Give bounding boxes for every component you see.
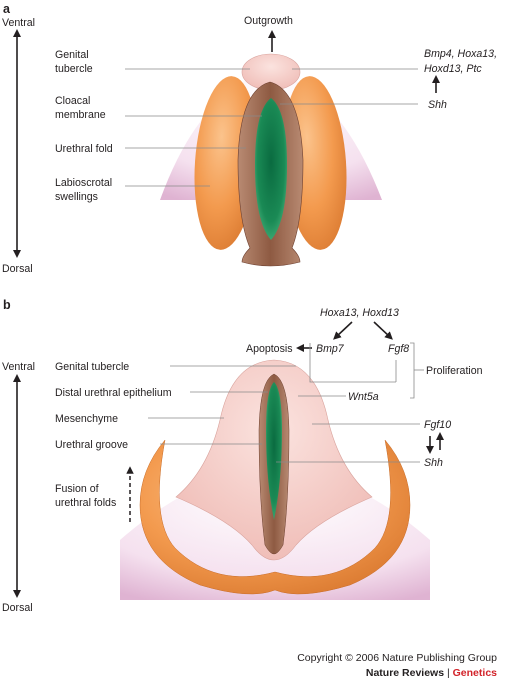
bracket-bmp7	[309, 343, 396, 383]
panel-a-cloacal-membrane	[255, 98, 287, 240]
panel-b-distal-urethral-epithelium	[266, 382, 282, 520]
label-mesenchyme: Mesenchyme	[55, 413, 118, 425]
label-distal-urethral-epithelium: Distal urethral epithelium	[55, 387, 172, 399]
label-fusion-1: Fusion of	[55, 483, 99, 495]
journal-name: Nature Reviews	[365, 667, 445, 679]
label-labioscrotal-2: swellings	[55, 191, 98, 203]
label-cloacal-1: Cloacal	[55, 95, 90, 107]
panel-a: a Ventral Dorsal Outgrowth Genital tuber…	[2, 2, 497, 275]
gene-shh-b: Shh	[424, 457, 443, 469]
label-genital-a-2: tubercle	[55, 63, 93, 75]
journal-separator: |	[446, 667, 450, 679]
gene-bmp7: Bmp7	[316, 343, 345, 355]
gene-wnt5a: Wnt5a	[348, 391, 379, 403]
label-genital-tubercle-b: Genital tubercle	[55, 361, 129, 373]
label-proliferation: Proliferation	[426, 365, 483, 377]
label-fusion-2: urethral folds	[55, 497, 116, 509]
panel-a-ventral-label: Ventral	[2, 17, 35, 29]
hox-to-fgf8-arrow	[373, 321, 393, 340]
gene-fgf8: Fgf8	[388, 343, 409, 355]
panel-b-ventral-label: Ventral	[2, 361, 35, 373]
panel-a-dorsal-label: Dorsal	[2, 263, 33, 275]
copyright-text: Copyright © 2006 Nature Publishing Group	[297, 652, 497, 664]
panel-b-letter: b	[3, 298, 11, 312]
hox-to-bmp7-arrow	[333, 321, 353, 340]
panel-b-labioscrotal-swellings	[139, 439, 411, 595]
genes-a-line1: Bmp4, Hoxa13,	[424, 48, 497, 60]
shh-a-label: Shh	[428, 99, 447, 111]
panel-b: b Ventral Dorsal Genital tubercle Distal…	[2, 298, 483, 614]
journal-credit: Nature Reviews | Genetics	[366, 667, 497, 679]
label-apoptosis: Apoptosis	[246, 343, 293, 355]
label-urethral-groove: Urethral groove	[55, 439, 128, 451]
bracket-proliferation	[410, 342, 415, 399]
label-genital-a-1: Genital	[55, 49, 89, 61]
panel-a-letter: a	[3, 2, 11, 16]
hox-genes-b: Hoxa13, Hoxd13	[320, 307, 399, 319]
label-urethral-fold: Urethral fold	[55, 143, 113, 155]
journal-section: Genetics	[452, 667, 497, 679]
genes-a-line2: Hoxd13, Ptc	[424, 63, 482, 75]
outgrowth-label: Outgrowth	[244, 15, 293, 27]
gene-fgf10: Fgf10	[424, 419, 451, 431]
panel-b-dorsal-label: Dorsal	[2, 602, 33, 614]
label-labioscrotal-1: Labioscrotal	[55, 177, 112, 189]
label-cloacal-2: membrane	[55, 109, 106, 121]
